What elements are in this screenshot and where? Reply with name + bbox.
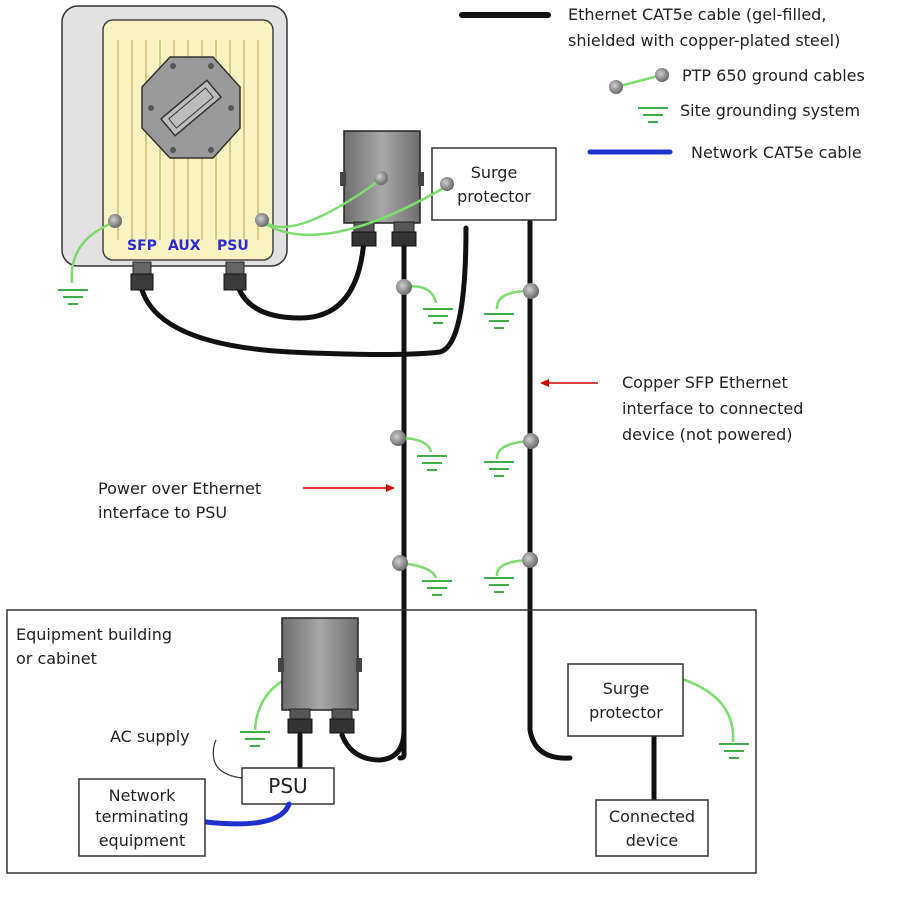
nte-line2: terminating xyxy=(95,807,188,826)
connected-device-line1: Connected xyxy=(609,807,695,826)
ground-symbol-4 xyxy=(483,461,515,477)
odu-psu-ground-a xyxy=(261,178,381,229)
odu-port-sfp: SFP xyxy=(127,238,157,254)
poe-line2: interface to PSU xyxy=(98,503,227,522)
poe-annotation: Power over Ethernet interface to PSU xyxy=(98,479,395,522)
lpu-to-poe-cable xyxy=(339,727,407,763)
building-line1: Equipment building xyxy=(16,625,172,644)
legend-ground-dot-right xyxy=(655,68,669,82)
psu-port-to-lpu-cable xyxy=(233,237,367,321)
legend-ethernet-line1: Ethernet CAT5e cable (gel-filled, xyxy=(568,5,826,24)
psu-label: PSU xyxy=(268,774,307,798)
odu-port-psu: PSU xyxy=(217,238,249,254)
equipment-building xyxy=(6,609,757,874)
legend-ground-dot-left xyxy=(609,80,623,94)
surge-protector-top-line1: Surge xyxy=(471,163,518,182)
copper-sfp-line3: device (not powered) xyxy=(622,425,793,444)
connected-device xyxy=(595,799,709,857)
nte-line3: equipment xyxy=(99,831,186,850)
legend-ground-cable-swatch xyxy=(615,73,663,89)
poe-cable-vertical xyxy=(397,237,407,761)
ground-symbol-bottom-surge xyxy=(718,743,750,759)
poe-line1: Power over Ethernet xyxy=(98,479,261,498)
sfp-cable-vertical xyxy=(527,219,573,761)
network-cable xyxy=(203,801,292,827)
odu-port-aux: AUX xyxy=(168,238,201,254)
ground-symbol-3 xyxy=(416,455,448,471)
legend-ground-cables: PTP 650 ground cables xyxy=(682,66,865,85)
odu-unit: SFP AUX PSU xyxy=(61,5,288,267)
ethernet-cables-bottom xyxy=(297,727,657,803)
bottom-lpu-box xyxy=(278,617,362,734)
odu-left-ground xyxy=(70,220,116,284)
sfp-to-surge-cable xyxy=(139,225,469,357)
ethernet-cables-top xyxy=(139,219,573,761)
surge-protector-bottom xyxy=(567,663,684,737)
copper-sfp-line2: interface to connected xyxy=(622,399,803,418)
network-terminating-equipment xyxy=(78,778,206,857)
surge-protector-top-line2: protector xyxy=(457,187,531,206)
odu-psu-ground-b xyxy=(261,184,448,237)
connected-device-line2: device xyxy=(626,831,679,850)
copper-sfp-line1: Copper SFP Ethernet xyxy=(622,373,788,392)
ac-supply-label: AC supply xyxy=(110,727,190,746)
legend-site-grounding: Site grounding system xyxy=(680,101,860,120)
ground-symbol-2 xyxy=(483,313,515,329)
legend: Ethernet CAT5e cable (gel-filled, shield… xyxy=(459,5,865,162)
building-line2: or cabinet xyxy=(16,649,97,668)
ground-symbol-odu xyxy=(57,289,89,305)
ac-supply-lead xyxy=(212,739,243,779)
legend-ground-icon xyxy=(637,107,669,123)
surge-protector-bottom-line1: Surge xyxy=(603,679,650,698)
surge-protector-bottom-line2: protector xyxy=(589,703,663,722)
ground-symbol-bottom-lpu xyxy=(239,731,271,747)
odu-connector-slot xyxy=(159,79,223,137)
ground-symbol-5 xyxy=(421,580,453,596)
legend-ethernet-line2: shielded with copper-plated steel) xyxy=(568,31,840,50)
ground-symbol-6 xyxy=(483,577,515,593)
odu-glands xyxy=(130,261,247,291)
ground-symbol-1 xyxy=(422,308,454,324)
nte-line1: Network xyxy=(109,786,177,805)
copper-sfp-annotation: Copper SFP Ethernet interface to connect… xyxy=(540,373,803,444)
legend-network-cable: Network CAT5e cable xyxy=(691,143,862,162)
